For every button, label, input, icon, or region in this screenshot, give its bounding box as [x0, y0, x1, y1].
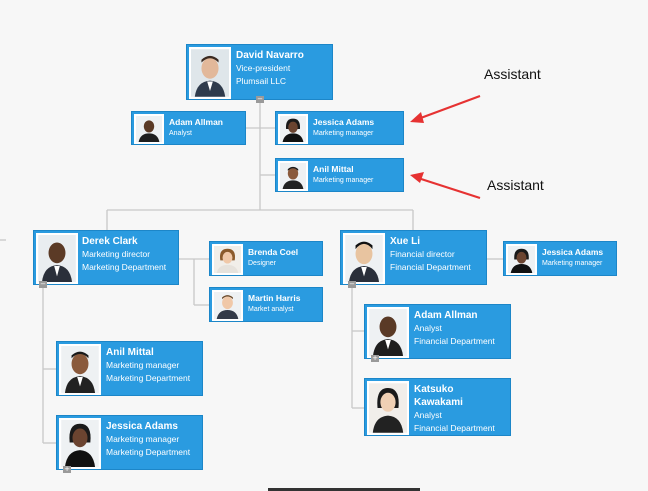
node-department: Plumsail LLC	[236, 76, 287, 86]
node-department: Financial Department	[414, 423, 495, 433]
avatar	[278, 114, 308, 144]
node-title: Analyst	[414, 323, 442, 333]
avatar	[59, 418, 101, 469]
person-photo-icon	[345, 235, 383, 282]
node-text: Martin Harris Market analyst	[248, 292, 300, 315]
avatar	[506, 244, 537, 275]
avatar	[212, 244, 243, 275]
person-photo-icon	[61, 420, 99, 467]
org-node-xue-li[interactable]: Xue Li Financial director Financial Depa…	[340, 230, 487, 285]
assistant-annotation: Assistant	[484, 66, 541, 82]
person-photo-icon	[214, 292, 241, 319]
node-text: Xue Li Financial director Financial Depa…	[390, 235, 471, 274]
avatar	[343, 233, 385, 284]
org-node-brenda-coel[interactable]: Brenda Coel Designer	[209, 241, 323, 276]
collapse-toggle-icon[interactable]: −	[348, 280, 356, 288]
person-photo-icon	[369, 383, 407, 433]
node-title: Financial director	[390, 249, 455, 259]
avatar	[59, 344, 101, 395]
org-node-anil-mittal-assistant[interactable]: Anil Mittal Marketing manager	[275, 158, 404, 192]
org-node-martin-harris[interactable]: Martin Harris Market analyst	[209, 287, 323, 322]
node-title: Marketing manager	[313, 177, 374, 184]
node-title: Marketing manager	[542, 260, 603, 267]
node-text: Jessica Adams Marketing manager Marketin…	[106, 420, 190, 459]
node-text: Jessica Adams Marketing manager	[313, 116, 374, 139]
node-text: Anil Mittal Marketing manager	[313, 163, 373, 186]
node-department: Financial Department	[414, 336, 495, 346]
node-department: Financial Department	[390, 262, 471, 272]
avatar	[367, 307, 409, 358]
node-title: Market analyst	[248, 306, 294, 313]
org-node-katsuko-kawakami[interactable]: Katsuko Kawakami Analyst Financial Depar…	[364, 378, 511, 436]
org-node-adam-allman-assistant[interactable]: Adam Allman Analyst	[131, 111, 246, 145]
node-text: Katsuko Kawakami Analyst Financial Depar…	[414, 383, 495, 435]
org-node-jessica-adams-assistant[interactable]: Jessica Adams Marketing manager	[275, 111, 404, 145]
node-text: Adam Allman Analyst Financial Department	[414, 309, 495, 348]
node-title: Designer	[248, 260, 277, 267]
node-department: Marketing Department	[106, 447, 191, 457]
avatar	[134, 114, 164, 144]
avatar	[367, 381, 409, 435]
node-title: Marketing manager	[106, 434, 180, 444]
org-node-david-navarro[interactable]: David Navarro Vice-president Plumsail LL…	[186, 44, 333, 100]
person-photo-icon	[280, 116, 306, 142]
expand-toggle-icon[interactable]: +	[371, 354, 379, 362]
person-photo-icon	[61, 346, 99, 393]
node-title: Marketing director	[82, 249, 151, 259]
expand-toggle-icon[interactable]: +	[63, 465, 71, 473]
node-title: Marketing manager	[106, 360, 180, 370]
collapse-toggle-icon[interactable]: −	[256, 95, 264, 103]
assistant-arrows	[410, 94, 481, 200]
avatar	[36, 233, 78, 284]
person-photo-icon	[214, 246, 241, 273]
person-photo-icon	[280, 163, 306, 189]
person-photo-icon	[191, 49, 229, 97]
person-photo-icon	[369, 309, 407, 356]
person-photo-icon	[38, 235, 76, 282]
org-node-anil-mittal-marketing[interactable]: Anil Mittal Marketing manager Marketing …	[56, 341, 203, 396]
node-name: Jessica Adams	[313, 117, 375, 127]
node-name: Anil Mittal	[106, 347, 154, 358]
node-name-first: Katsuko	[414, 384, 454, 395]
node-name: Adam Allman	[169, 117, 224, 127]
org-node-adam-allman-financial[interactable]: Adam Allman Analyst Financial Department	[364, 304, 511, 359]
person-photo-icon	[136, 116, 162, 142]
node-text: Anil Mittal Marketing manager Marketing …	[106, 346, 190, 385]
node-name: Jessica Adams	[106, 421, 178, 432]
node-name: David Navarro	[236, 50, 304, 61]
node-title: Vice-president	[236, 63, 291, 73]
node-name: Martin Harris	[248, 293, 301, 303]
node-name: Brenda Coel	[248, 247, 299, 257]
node-title: Analyst	[169, 130, 192, 137]
collapse-toggle-icon[interactable]: −	[39, 280, 47, 288]
avatar	[212, 290, 243, 321]
node-department: Marketing Department	[106, 373, 191, 383]
avatar	[189, 47, 231, 99]
node-name-last: Kawakami	[414, 397, 463, 408]
node-text: Adam Allman Analyst	[169, 116, 223, 139]
node-name: Adam Allman	[414, 310, 478, 321]
scrollbar[interactable]	[268, 488, 420, 491]
org-node-jessica-adams-xue-assistant[interactable]: Jessica Adams Marketing manager	[503, 241, 617, 276]
org-node-derek-clark[interactable]: Derek Clark Marketing director Marketing…	[33, 230, 179, 285]
node-text: Brenda Coel Designer	[248, 246, 298, 269]
assistant-annotation: Assistant	[487, 177, 544, 193]
person-photo-icon	[508, 246, 535, 273]
node-text: Jessica Adams Marketing manager	[542, 246, 603, 269]
node-name: Xue Li	[390, 236, 421, 247]
node-text: David Navarro Vice-president Plumsail LL…	[236, 49, 304, 88]
node-name: Derek Clark	[82, 236, 138, 247]
node-name: Jessica Adams	[542, 247, 604, 257]
node-department: Marketing Department	[82, 262, 167, 272]
avatar	[278, 161, 308, 191]
node-title: Marketing manager	[313, 130, 374, 137]
node-text: Derek Clark Marketing director Marketing…	[82, 235, 166, 274]
node-name: Anil Mittal	[313, 164, 354, 174]
org-node-jessica-adams-marketing[interactable]: Jessica Adams Marketing manager Marketin…	[56, 415, 203, 470]
node-title: Analyst	[414, 410, 442, 420]
